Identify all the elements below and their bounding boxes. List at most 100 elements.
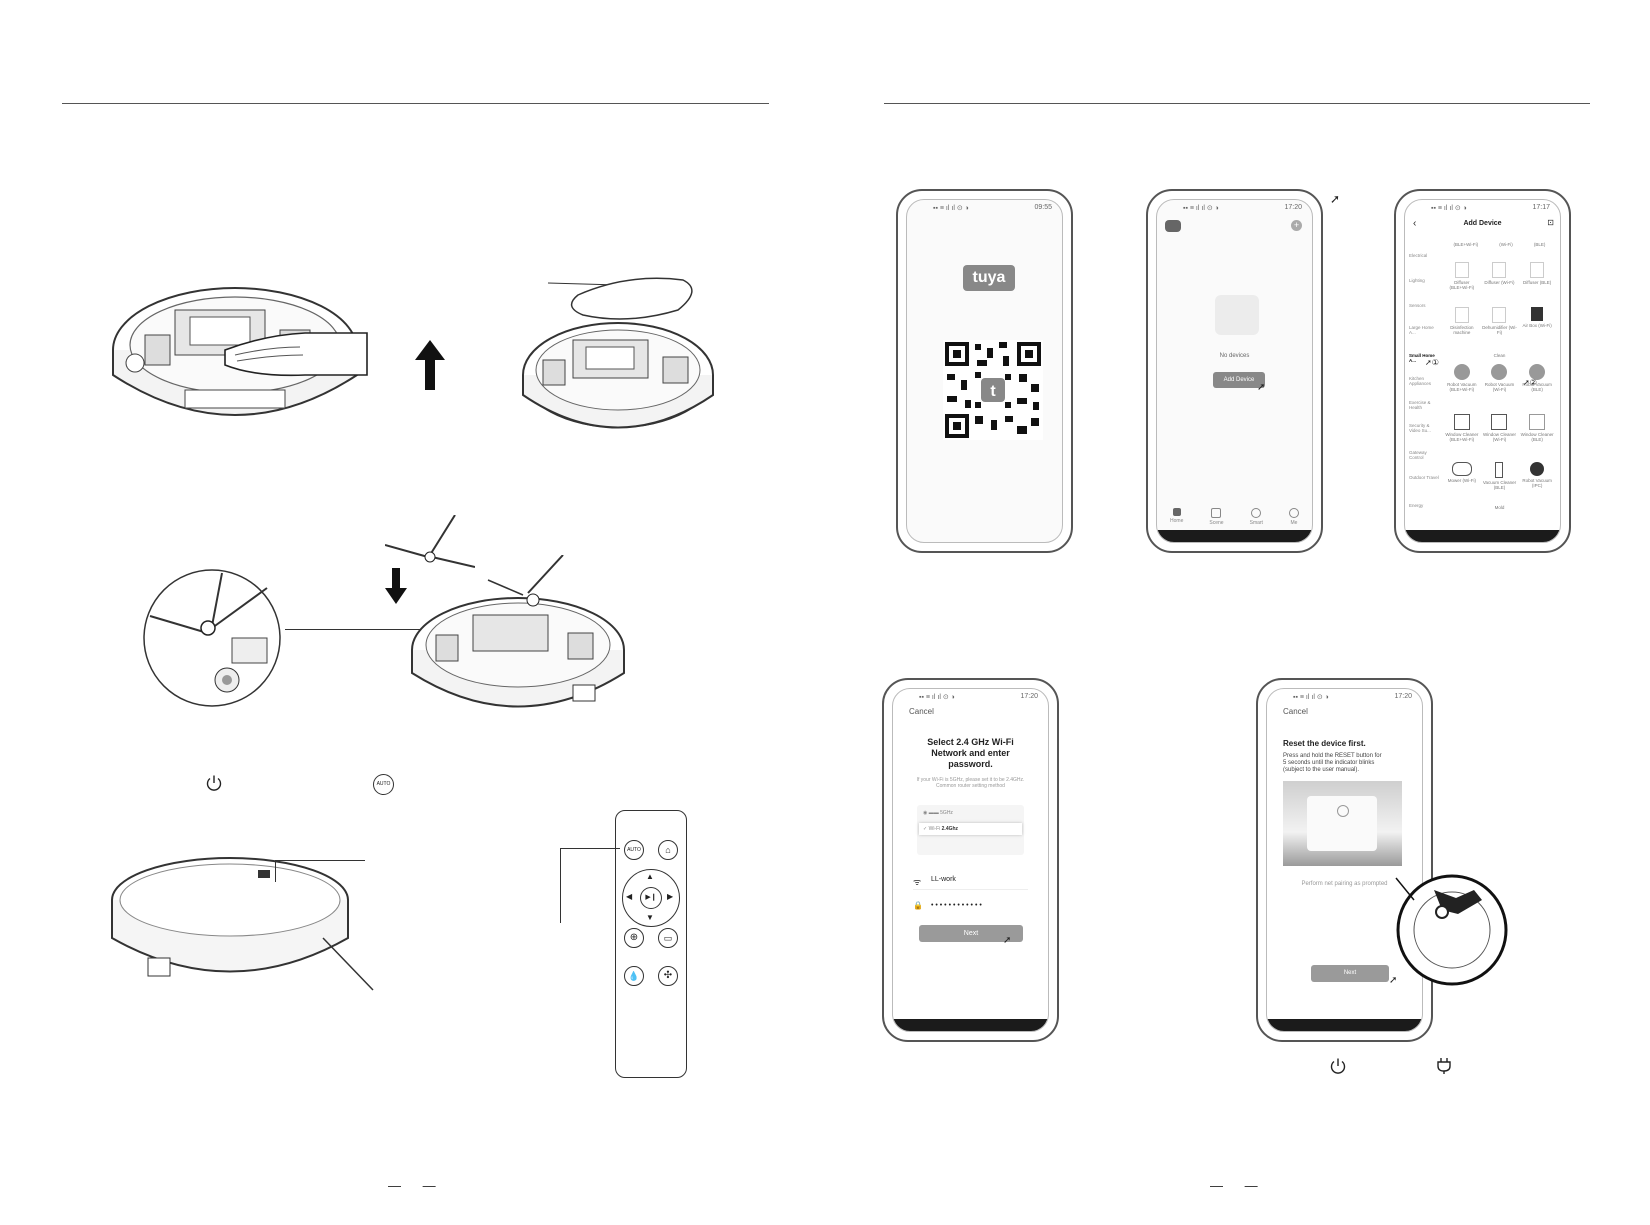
no-devices-text: No devices: [1219, 353, 1250, 359]
plus-icon[interactable]: +: [1291, 220, 1302, 231]
device-photo: [1283, 781, 1402, 866]
device-item[interactable]: Dehumidifier (Wi-Fi): [1481, 305, 1517, 350]
device-item[interactable]: Vacuum Cleaner (BLE): [1481, 460, 1517, 505]
device-item[interactable]: Window Cleaner (BLE+Wi-Fi): [1444, 412, 1480, 460]
down-icon[interactable]: ▼: [646, 913, 654, 922]
wifi-title: Select 2.4 GHz Wi-Fi Network and enter p…: [927, 737, 1014, 769]
remote-auto-button[interactable]: AUTO: [624, 840, 644, 860]
power-icon: [1329, 1057, 1347, 1075]
tab-smart[interactable]: Smart: [1250, 506, 1263, 530]
header-rule-left: [62, 103, 769, 104]
category-item[interactable]: Kitchen Appliances: [1409, 376, 1432, 386]
section-label: Clean: [1493, 353, 1506, 358]
band-5ghz-row: ◉ ▬▬ 5GHz: [923, 810, 953, 816]
add-device-button[interactable]: Add Device: [1213, 372, 1265, 388]
fan-icon[interactable]: ✣: [658, 966, 678, 986]
category-item[interactable]: Energy: [1409, 503, 1424, 508]
phone-device-category-list: ▪▪ ≡ ıl ıl ⊙ ◑17:17 ‹ Add Device ⊡ Elect…: [1394, 189, 1571, 553]
remote-dpad[interactable]: ▲ ▼ ◀ ▶ ▶❙: [622, 869, 680, 927]
avatar[interactable]: [1165, 220, 1181, 232]
device-item[interactable]: Air Box (Wi-Fi): [1519, 305, 1555, 350]
back-icon[interactable]: ‹: [1413, 218, 1417, 229]
up-arrow-icon: [415, 340, 445, 390]
pairing-text: Perform net pairing as prompted: [1301, 881, 1388, 887]
tab-me[interactable]: Me: [1288, 506, 1299, 530]
robot-top-view-illustration: [111, 857, 374, 991]
scan-icon[interactable]: ⊡: [1547, 218, 1554, 227]
status-bar: ▪▪ ≡ ıl ıl ⊙ ◑17:17: [1431, 204, 1550, 212]
leader-line: [275, 860, 276, 882]
ssid-divider: [913, 889, 1028, 890]
lock-icon: 🔒: [913, 901, 923, 910]
step-marker-2: ➚②: [1523, 378, 1537, 387]
remote-control: AUTO ⌂ ▲ ▼ ◀ ▶ ▶❙ ⊕ ▭ 💧 ✣: [615, 810, 687, 1078]
tab-scene[interactable]: Scene: [1209, 506, 1224, 530]
robot-side-brush-illustration: [411, 555, 625, 708]
add-device-title: Add Device: [1463, 220, 1502, 227]
category-item[interactable]: Large Home A...: [1409, 325, 1434, 335]
remote-home-icon[interactable]: ⌂: [658, 840, 678, 860]
device-item[interactable]: Robot Vacuum (IPC): [1519, 460, 1555, 505]
wifi-icon: ᯤ: [913, 877, 922, 887]
status-bar: ▪▪ ≡ ıl ıl ⊙ ◑17:20: [1183, 204, 1302, 212]
robot-underside-hand-illustration: [112, 287, 368, 416]
phone-tuya-download: ▪▪ ≡ ıl ıl ⊙ ◑09:55 tuya t: [896, 189, 1073, 553]
band-illustration: ◉ ▬▬ 5GHz ✓ Wi-Fi 2.4Ghz: [917, 805, 1024, 855]
play-pause-icon[interactable]: ▶❙: [640, 887, 662, 909]
device-item[interactable]: Diffuser (BLE): [1519, 260, 1555, 305]
device-item[interactable]: Robot Vacuum (Wi-Fi): [1481, 362, 1517, 412]
auto-icon: AUTO: [373, 774, 394, 795]
device-item[interactable]: Disinfection machine: [1444, 305, 1480, 350]
band-24ghz-row: ✓ Wi-Fi 2.4Ghz: [919, 823, 1022, 835]
cursor-icon: ➚: [1257, 382, 1266, 393]
bottom-tab-bar: Home Scene Smart Me: [1157, 506, 1312, 530]
right-icon[interactable]: ▶: [667, 892, 674, 901]
leader-line: [285, 629, 420, 630]
cancel-link[interactable]: Cancel: [909, 707, 934, 716]
down-arrow-icon: [385, 568, 407, 604]
reset-title: Reset the device first.: [1283, 739, 1366, 748]
step-marker-1: ➚①: [1425, 358, 1439, 367]
password-field[interactable]: • • • • • • • • • • • •: [931, 902, 982, 909]
water-icon[interactable]: 💧: [624, 966, 644, 986]
cancel-link[interactable]: Cancel: [1283, 707, 1308, 716]
category-item[interactable]: Lighting: [1409, 278, 1425, 283]
spot-icon[interactable]: ⊕: [624, 928, 644, 948]
up-icon[interactable]: ▲: [646, 872, 654, 881]
next-button[interactable]: Next: [919, 925, 1023, 942]
ssid-field[interactable]: LL-work: [931, 876, 956, 883]
power-icon: [205, 774, 223, 792]
section-label: Mold: [1494, 505, 1505, 510]
device-item[interactable]: Mower (Wi-Fi): [1444, 460, 1480, 505]
category-item[interactable]: Outdoor Travel: [1409, 475, 1439, 480]
device-item[interactable]: Diffuser (BLE+Wi-Fi): [1444, 260, 1480, 305]
device-item[interactable]: (BLE+Wi-Fi): [1453, 242, 1479, 247]
phone-reset-device: ▪▪ ≡ ıl ıl ⊙ ◑17:20 Cancel Reset the dev…: [1256, 678, 1433, 1042]
tab-home[interactable]: Home: [1170, 506, 1183, 530]
category-item[interactable]: Exercise & Health: [1409, 400, 1431, 410]
header-rule-right: [884, 103, 1590, 104]
category-item[interactable]: Sensors: [1409, 303, 1426, 308]
device-grid: (BLE+Wi-Fi) (Wi-Fi) (BLE) Diffuser (BLE+…: [1443, 242, 1556, 515]
edge-icon[interactable]: ▭: [658, 928, 678, 948]
device-item[interactable]: Robot Vacuum (BLE): [1519, 362, 1555, 412]
device-item[interactable]: Window Cleaner (BLE): [1519, 412, 1555, 460]
category-item-selected[interactable]: Small Home A...: [1409, 353, 1435, 363]
device-item[interactable]: Diffuser (Wi-Fi): [1481, 260, 1517, 305]
category-item[interactable]: Electrical: [1409, 253, 1428, 258]
category-item[interactable]: Security & Video Su...: [1409, 423, 1431, 433]
plug-icon: [1435, 1057, 1453, 1075]
qr-code: t: [943, 340, 1043, 440]
phone-wifi-select: ▪▪ ≡ ıl ıl ⊙ ◑17:20 Cancel Select 2.4 GH…: [882, 678, 1059, 1042]
page-number-right: — —: [1210, 1178, 1258, 1193]
left-icon[interactable]: ◀: [626, 892, 633, 901]
next-button[interactable]: Next: [1311, 965, 1389, 982]
wifi-hint: If your Wi-Fi is 5GHz, please set it to …: [916, 777, 1025, 789]
category-item[interactable]: Gateway Control: [1409, 450, 1427, 460]
cursor-icon: ➚: [1330, 192, 1341, 206]
device-item[interactable]: (BLE): [1533, 242, 1546, 247]
device-item[interactable]: Window Cleaner (Wi-Fi): [1481, 412, 1517, 460]
device-item[interactable]: (Wi-Fi): [1499, 242, 1513, 247]
leader-line: [560, 848, 620, 849]
device-item[interactable]: Robot Vacuum (BLE+Wi-Fi): [1444, 362, 1480, 412]
